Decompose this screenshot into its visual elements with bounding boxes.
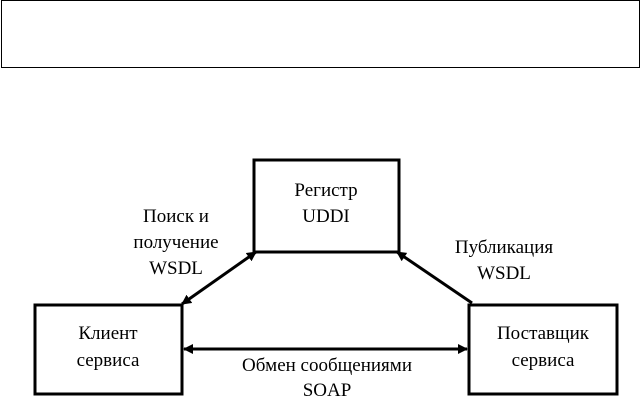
registry-node: Регистр UDDI	[252, 158, 401, 254]
provider-label-line2: сервиса	[512, 350, 575, 371]
exchange-label: Обмен сообщениями SOAP	[242, 355, 412, 400]
client-label-line2: сервиса	[77, 350, 140, 371]
client-node: Клиент сервиса	[33, 303, 184, 396]
top-empty-frame	[1, 0, 640, 68]
provider-label-line1: Поставщик	[497, 323, 590, 344]
exchange-label-line1: Обмен сообщениями	[242, 355, 412, 376]
exchange-label-line2: SOAP	[303, 380, 352, 400]
find-label-line1: Поиск и	[143, 206, 209, 227]
publish-label-line2: WSDL	[477, 263, 531, 284]
find-label-line3: WSDL	[149, 258, 203, 279]
publish-label-line1: Публикация	[455, 237, 554, 258]
publish-arrow	[396, 250, 473, 305]
provider-box	[467, 303, 619, 396]
registry-box	[252, 158, 401, 254]
registry-label-line1: Регистр	[294, 180, 357, 201]
registry-label-line2: UDDI	[302, 206, 350, 227]
provider-node: Поставщик сервиса	[467, 303, 619, 396]
find-label: Поиск и получение WSDL	[133, 206, 218, 279]
publish-label: Публикация WSDL	[455, 237, 554, 284]
client-box	[33, 303, 184, 396]
find-label-line2: получение	[133, 232, 218, 253]
client-label-line1: Клиент	[78, 323, 138, 344]
find-arrow	[181, 250, 257, 306]
